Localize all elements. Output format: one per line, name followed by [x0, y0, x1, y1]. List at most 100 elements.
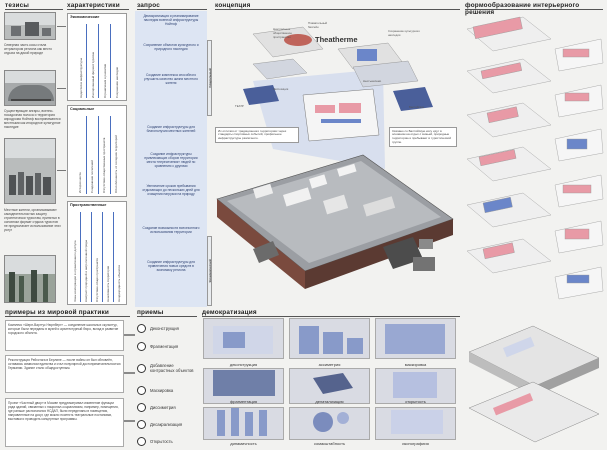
- technique-label: Маскировка: [150, 388, 174, 393]
- concept-note: Их отличия от традиционного территориях …: [215, 127, 299, 144]
- connector-arrow: [124, 420, 135, 422]
- section-title-concept: концепция: [215, 2, 251, 9]
- request-tab-economic-label: Экономический: [208, 259, 212, 283]
- world-example: Комплекс «Шерн-Варгтус Нюрнберг» — соеди…: [5, 320, 124, 351]
- section-title-characteristics: характеристики: [67, 2, 120, 9]
- demo-label: маскировка: [404, 362, 427, 367]
- request-tab-economic: Экономический: [207, 236, 212, 306]
- divider: [137, 9, 207, 10]
- request-item: Создание инфраструктуры для благополучия…: [146, 125, 196, 133]
- technique-label: Добавление контрастных объектов: [150, 363, 194, 373]
- demo-label: делатализация: [315, 399, 344, 404]
- characteristic-item: Ограничения в развитии: [103, 63, 107, 98]
- characteristic-item: Сохранение наследия: [115, 66, 119, 98]
- technique-circle-icon: [137, 420, 146, 429]
- rule: [98, 116, 99, 194]
- technique-item: Диссиметрия: [137, 399, 197, 416]
- characteristic-item: Отсутствие общественных пространств: [102, 137, 106, 193]
- demo-drawings: [213, 324, 445, 436]
- section-title-techniques: приемы: [137, 309, 164, 316]
- technique-circle-icon: [137, 386, 146, 395]
- interior-diagrams: [463, 9, 605, 309]
- thesis-text-3: Местные жители, организовывают самодеяте…: [4, 208, 61, 233]
- characteristic-item: Неактивность территории: [106, 265, 110, 302]
- demo-label: деконструкция: [229, 362, 258, 367]
- thesis-photo-crowd: [4, 138, 56, 204]
- divider: [465, 9, 603, 10]
- divider: [5, 9, 63, 10]
- thesis-text-2: Существующие ангары, военно-посадочная п…: [4, 109, 61, 130]
- characteristic-item: История места: [78, 172, 82, 193]
- demo-label: фрагментация: [229, 399, 258, 404]
- demo-label: динамичность: [230, 441, 257, 446]
- rule: [110, 24, 111, 98]
- connector-arrow: [57, 26, 66, 27]
- characteristic-item: Неоднородность объектов: [117, 265, 121, 302]
- characteristic-item: Изолированный формат туризма: [91, 51, 95, 98]
- characteristic-item: Недостаток инфраструктуры: [79, 58, 83, 98]
- concept-area: Theatherme Их отличия от традиционного т…: [213, 9, 461, 309]
- world-example: Реконструкция Рейхстага в Берлине — посл…: [5, 355, 124, 393]
- concept-tag: Экспозиция: [273, 87, 289, 91]
- technique-circle-icon: [137, 342, 146, 351]
- concept-tag: Неотъемлемо: [363, 79, 382, 83]
- section-title-world-examples: примеры из мировой практики: [5, 309, 110, 316]
- characteristics-social-title: Социальные: [70, 107, 95, 111]
- section-title-request: запрос: [137, 2, 160, 9]
- world-example: Проект «Частный двор» в Москве предусмат…: [5, 398, 124, 447]
- divider: [5, 316, 130, 317]
- section-title-interior: формообразование интерьерного решения: [465, 2, 580, 16]
- characteristics-economic-title: Экономические: [70, 15, 100, 19]
- request-item: Увеличение сроков пребывания отдыхающих …: [142, 184, 200, 196]
- characteristic-item: Соединение поселений: [90, 160, 94, 193]
- technique-item: Открытость: [137, 433, 197, 450]
- technique-circle-icon: [137, 437, 146, 446]
- characteristic-item: Контраст природной и антропогенной среды: [84, 239, 88, 302]
- concept-tag: Балтийское: [409, 105, 425, 109]
- connector-arrow: [124, 372, 135, 374]
- rule: [110, 116, 111, 194]
- characteristics-economic: Экономические: [67, 13, 127, 101]
- concept-tag: Сохранение культурного наследия: [388, 29, 420, 37]
- request-item: Создание возможности всесезонного исполь…: [142, 226, 200, 234]
- technique-circle-icon: [137, 324, 146, 333]
- demo-label: сомасштабность: [313, 441, 346, 446]
- rule: [98, 24, 99, 98]
- divider: [202, 316, 460, 317]
- technique-item: Маскировка: [137, 382, 197, 399]
- technique-circle-icon: [137, 363, 146, 373]
- characteristic-item: Отсутствие общих пространств: [95, 258, 99, 302]
- request-item: Создание инфраструктуры для привлечения …: [147, 260, 195, 272]
- section-title-theses: тезисы: [5, 2, 30, 9]
- section-title-democratization: демократизация: [202, 309, 257, 316]
- technique-item: Деконструкция: [137, 320, 197, 337]
- demo-label: открытость: [405, 399, 426, 404]
- thesis-photo-forest: [4, 255, 56, 303]
- characteristic-item: Зоны консервации и ограниченного доступа: [73, 240, 77, 302]
- demo-card-dynamics: [203, 407, 284, 440]
- request-tab-social-label: Социальный: [208, 68, 212, 88]
- demo-label: иконографиия: [402, 441, 429, 446]
- connector-arrow: [57, 88, 66, 89]
- rule: [80, 212, 81, 302]
- interior-drawing: [466, 16, 604, 300]
- characteristics-spatial-title: Пространственные: [70, 203, 107, 207]
- technique-circle-icon: [137, 403, 146, 412]
- bottom-isometric-drawing: [468, 325, 600, 443]
- concept-tag: ТЕАТР: [235, 104, 244, 108]
- concept-drawing: [216, 26, 454, 289]
- thesis-photo-hangar: [4, 70, 56, 106]
- request-item: Сохранение объектов культурного и природ…: [143, 43, 199, 51]
- characteristics-social: Социальные: [67, 105, 127, 197]
- concept-note: Связано со Балтийскую косу идут в основн…: [389, 127, 457, 148]
- request-item: Демократизация и реанимирование наследия…: [143, 14, 199, 26]
- concept-tag: Плавательный бассейн: [308, 21, 328, 29]
- technique-item: Добавление контрастных объектов: [137, 356, 197, 380]
- technique-label: Деконструкция: [150, 326, 179, 331]
- concept-brand: Theatherme: [315, 35, 358, 44]
- connector-arrow: [57, 170, 66, 171]
- request-tab-social: Социальный: [207, 40, 212, 116]
- demo-label: ассиметрия: [318, 362, 341, 367]
- thesis-photo-coast: [4, 12, 56, 40]
- connector-arrow: [124, 334, 135, 336]
